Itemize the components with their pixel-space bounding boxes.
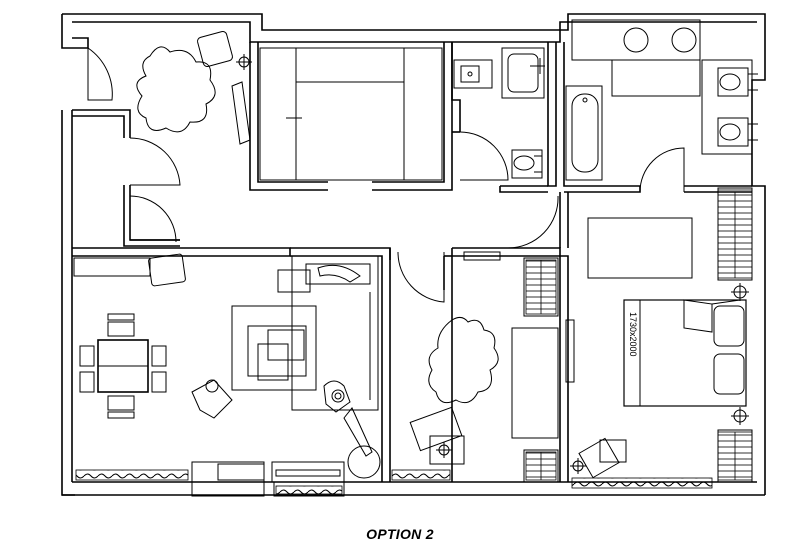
- double-sink-counter: [571, 19, 701, 61]
- curtains: [75, 469, 713, 495]
- hide-rug-hall: [136, 46, 216, 133]
- entry-door: [87, 47, 113, 101]
- bed-size-label: 1730x2000: [628, 312, 638, 357]
- hanging-rails: [525, 189, 753, 481]
- light-fixture-icon: [236, 54, 252, 70]
- bedroom-2-furniture: [409, 251, 575, 483]
- plan-caption: OPTION 2: [366, 526, 434, 542]
- window-sills: [191, 481, 345, 497]
- console: [231, 81, 251, 145]
- living-room-furniture: [73, 255, 381, 483]
- hide-rug-bedroom: [428, 316, 499, 404]
- sideboard: [73, 257, 151, 277]
- toilet: [511, 149, 543, 179]
- bathtub: [565, 85, 603, 181]
- living-rug: [231, 305, 317, 391]
- bidet: [717, 117, 749, 147]
- light-fixture-icon: [436, 442, 452, 458]
- pouf: [148, 253, 186, 287]
- sink-left: [453, 59, 493, 89]
- walls: [61, 13, 766, 496]
- corridor-door: [507, 195, 559, 249]
- sink-right: [501, 47, 545, 99]
- desk: [511, 327, 559, 439]
- armchair-living: [191, 379, 233, 419]
- light-fixture-icon: [731, 283, 749, 301]
- hall-door-lower: [129, 195, 177, 243]
- tv-unit: [191, 461, 265, 483]
- wardrobe-2: [523, 257, 559, 317]
- double-bed: [623, 299, 747, 407]
- wardrobe-room: [259, 47, 443, 181]
- light-fixture-icon: [731, 407, 749, 425]
- wc-door: [639, 147, 685, 193]
- armchair-master: [578, 437, 620, 479]
- hall-door-upper: [129, 137, 181, 186]
- bathroom-door: [459, 131, 509, 181]
- sofa: [291, 255, 379, 411]
- bedroom-door: [397, 251, 445, 303]
- floor-lamp: [343, 407, 373, 457]
- light-fixtures: [236, 54, 749, 474]
- rug-master: [587, 217, 693, 279]
- light-fixture-icon: [570, 458, 586, 474]
- doors: [87, 47, 685, 303]
- ottoman: [197, 31, 233, 67]
- hall-furniture: [136, 31, 251, 287]
- toilet-wc: [717, 67, 749, 97]
- bathroom-fixtures: [453, 19, 758, 181]
